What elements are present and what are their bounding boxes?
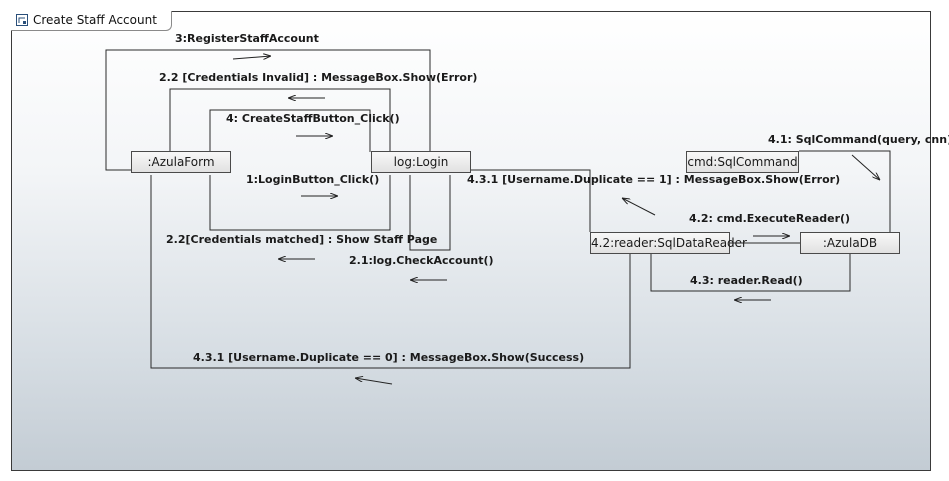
link-duplicate-success xyxy=(150,175,631,369)
object-azuladb[interactable]: :AzulaDB xyxy=(800,232,900,254)
message-label-duplicate-success: 4.3.1 [Username.Duplicate == 0] : Messag… xyxy=(193,351,585,364)
message-label-login-button: 1:LoginButton_Click() xyxy=(246,173,380,186)
message-label-check-account: 2.1:log.CheckAccount() xyxy=(349,254,494,267)
message-label-credentials-invalid: 2.2 [Credentials Invalid] : MessageBox.S… xyxy=(159,71,478,84)
link-reader-read xyxy=(650,254,851,292)
message-label-register: 3:RegisterStaffAccount xyxy=(175,32,319,45)
link-create-staff-button xyxy=(209,109,371,152)
message-label-sqlcommand: 4.1: SqlCommand(query, cnn) xyxy=(768,133,949,146)
object-login[interactable]: log:Login xyxy=(371,151,471,173)
collaboration-diagram-icon xyxy=(16,14,28,26)
object-sqldatareader[interactable]: 4.2:reader:SqlDataReader xyxy=(590,232,747,254)
link-duplicate-error xyxy=(471,169,591,232)
arrow-duplicate-success xyxy=(355,378,393,385)
arrow-register-staff xyxy=(232,56,271,59)
link-check-account xyxy=(409,175,451,251)
link-credentials-invalid xyxy=(169,88,391,152)
arrow-sqlcommand xyxy=(851,154,880,180)
link-register-staff xyxy=(105,49,431,171)
diagram-title: Create Staff Account xyxy=(33,13,157,27)
message-label-reader-read: 4.3: reader.Read() xyxy=(690,274,803,287)
arrow-duplicate-error xyxy=(622,198,656,216)
object-azulaform[interactable]: :AzulaForm xyxy=(131,151,231,173)
diagram-frame xyxy=(11,11,931,471)
message-label-create-staff: 4: CreateStaffButton_Click() xyxy=(226,112,400,125)
link-login-button xyxy=(209,175,391,231)
link-sqlcommand xyxy=(799,150,891,232)
object-sqlcommand[interactable]: cmd:SqlCommand xyxy=(686,151,799,173)
diagram-title-tab[interactable]: Create Staff Account xyxy=(11,11,172,31)
message-label-execute-reader: 4.2: cmd.ExecuteReader() xyxy=(689,212,851,225)
message-label-duplicate-error: 4.3.1 [Username.Duplicate == 1] : Messag… xyxy=(467,173,841,186)
message-label-credentials-matched: 2.2[Credentials matched] : Show Staff Pa… xyxy=(166,233,438,246)
